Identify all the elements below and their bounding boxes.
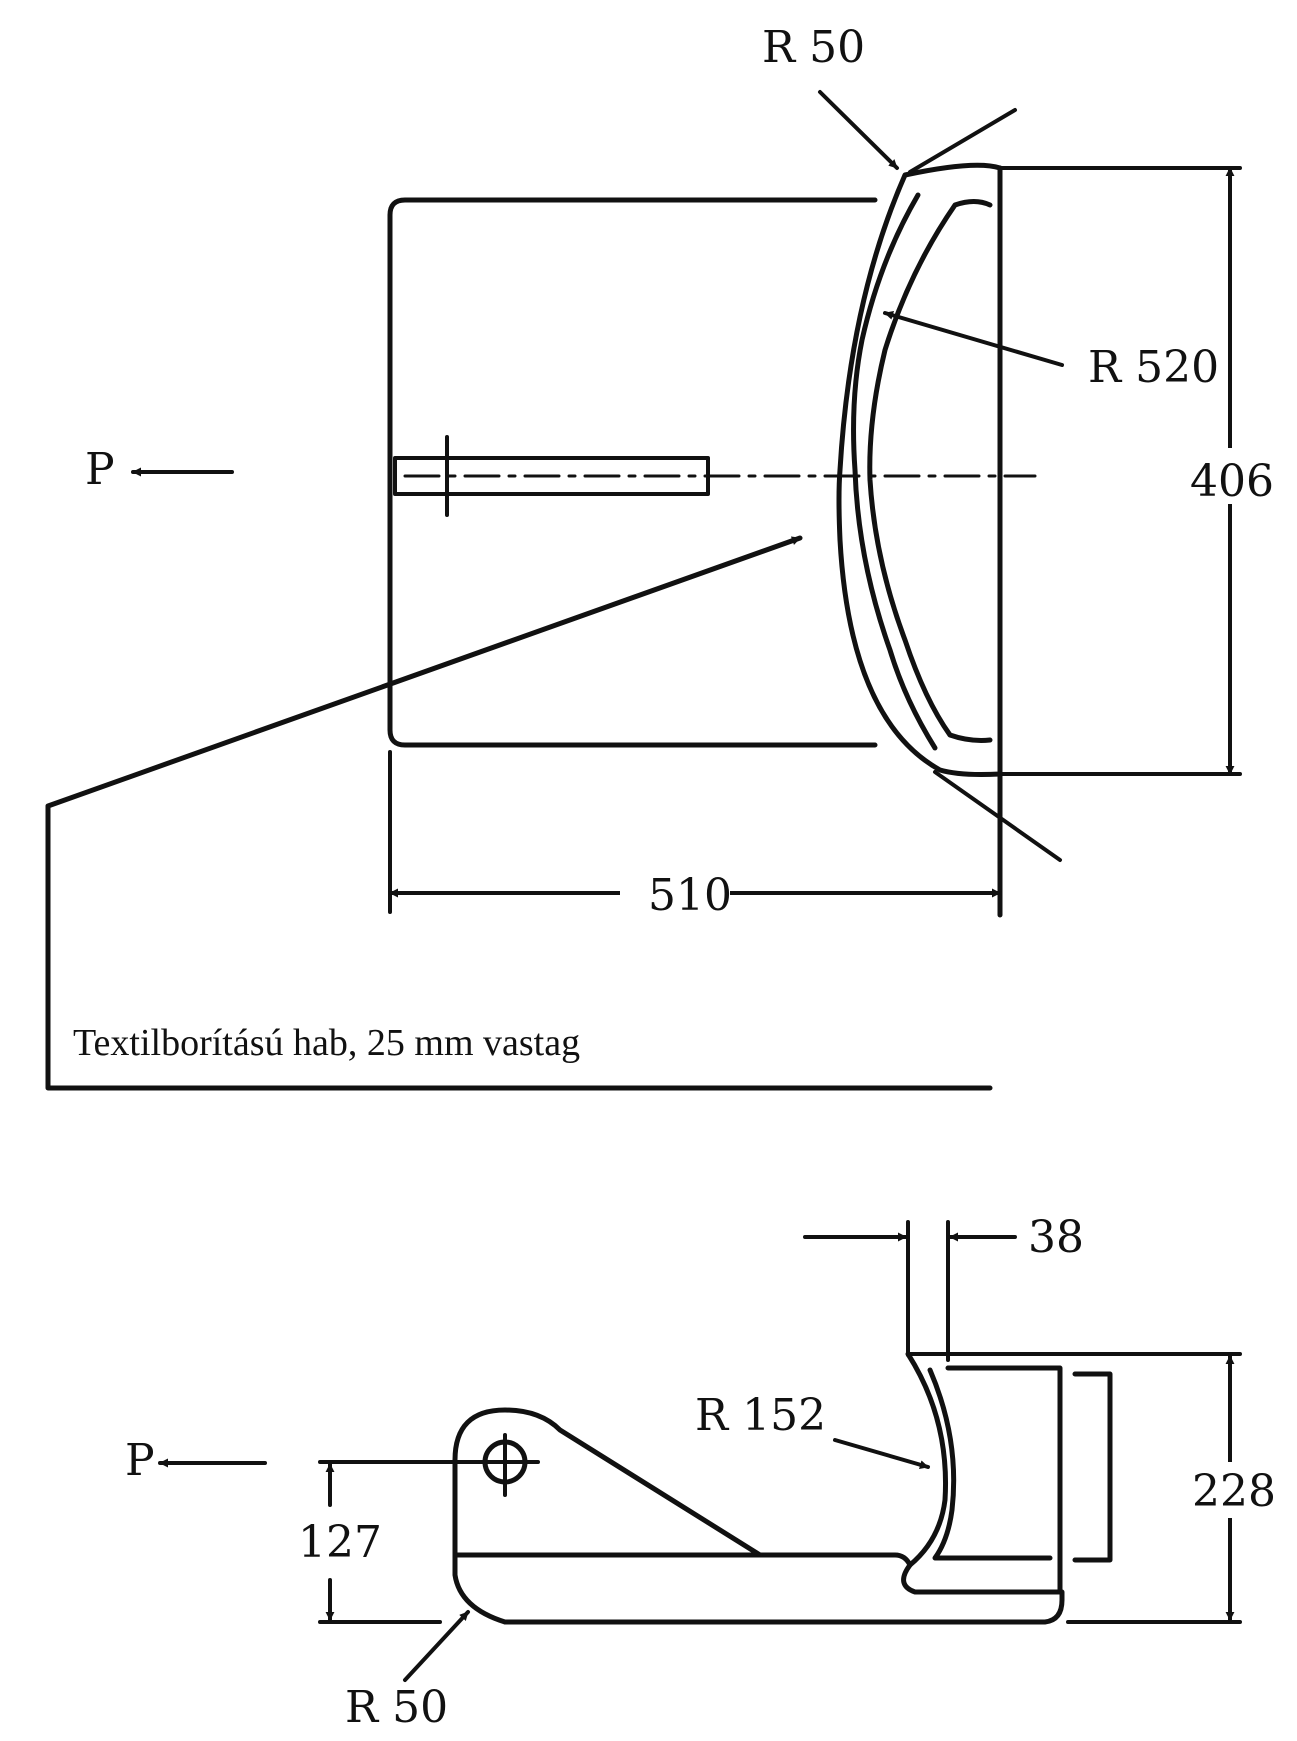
- side-base: [502, 1589, 1065, 1625]
- side-back-bracket: [1072, 1371, 1113, 1563]
- side-back-frame: [945, 1365, 1063, 1595]
- radius-arrow-side-corner: [403, 1610, 470, 1682]
- force-label-top: P: [85, 444, 115, 495]
- tangent-line-top: [908, 108, 1017, 174]
- foam-caption: Textilborítású hab, 25 mm vastag: [73, 1022, 580, 1064]
- radius-arrow-side-back: [833, 1438, 930, 1470]
- force-label-side: P: [125, 1435, 155, 1486]
- back-support-inner-2: [867, 199, 993, 743]
- foam-leader-line: [45, 535, 993, 1091]
- side-view: 38 R 152 P 127 228 R: [125, 1212, 1278, 1733]
- top-view: P R 50 R 520 406 510 Textilborítású hab,…: [45, 22, 1275, 1091]
- base-corner: [452, 1552, 508, 1625]
- dim-label-510: 510: [648, 870, 732, 921]
- back-support-inner-1: [851, 192, 938, 751]
- dim-label-228: 228: [1192, 1466, 1276, 1517]
- radius-label-back: R 520: [1088, 342, 1219, 393]
- radius-arrow-top-corner: [818, 90, 899, 170]
- tangent-line-bottom: [933, 770, 1062, 862]
- side-back-inner: [927, 1367, 1053, 1561]
- pad-outline: [387, 197, 878, 748]
- radius-label-side-corner: R 50: [345, 1682, 448, 1733]
- side-base-upper: [452, 1552, 913, 1568]
- dim-label-127: 127: [298, 1517, 382, 1568]
- dim-label-38: 38: [1028, 1212, 1084, 1263]
- dim-label-406: 406: [1190, 456, 1274, 507]
- radius-label-side-back: R 152: [695, 1390, 826, 1441]
- side-back-outer: [901, 1351, 1063, 1595]
- pivot-lug: [452, 1407, 763, 1558]
- radius-arrow-back: [883, 310, 1064, 367]
- radius-label-top-corner: R 50: [762, 22, 865, 73]
